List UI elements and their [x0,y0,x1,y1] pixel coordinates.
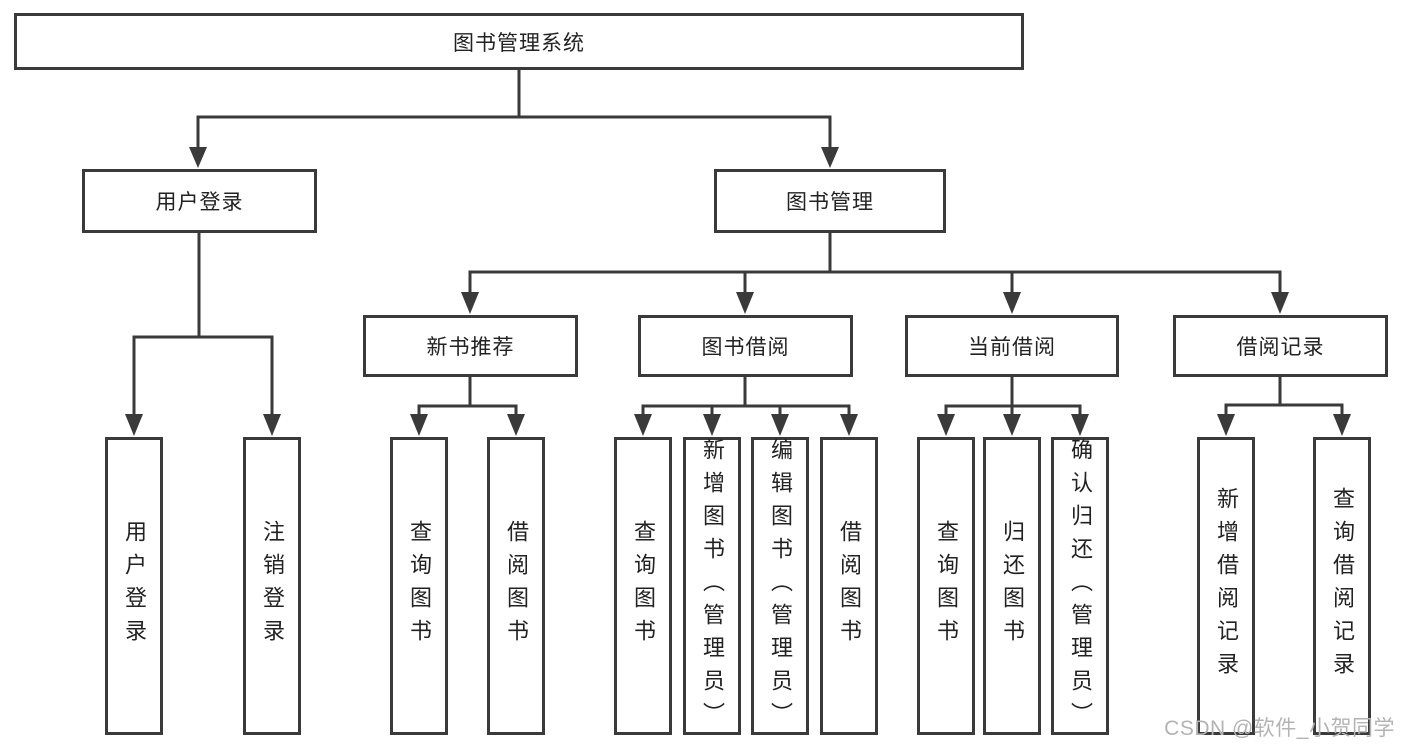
leaf-logout: 注销登录 [243,437,301,735]
node-borrow-records: 借阅记录 [1173,315,1388,377]
node-label: 当前借阅 [968,336,1056,359]
leaf-label: 借阅图书 [504,520,529,652]
leaf-label: 查询图书 [631,520,656,652]
node-label: 新书推荐 [426,336,515,359]
connector-borrowing-to-leaves [634,375,858,436]
csdn-watermark: CSDN @软件_小贺同学 [1164,717,1395,740]
leaf-label: 新增借阅记录 [1214,487,1239,685]
leaf-label: 归还图书 [1000,520,1025,652]
node-label: 图书借阅 [701,336,790,359]
node-system-root: 图书管理系统 [14,13,1024,70]
node-label: 借阅记录 [1236,336,1325,359]
node-label: 图书管理系统 [453,31,585,55]
connector-records-to-leaves [1217,375,1351,436]
node-new-book-recommend: 新书推荐 [363,315,578,377]
leaf-label: 查询借阅记录 [1330,487,1355,685]
leaf-current-query-book: 查询图书 [917,437,975,735]
node-book-management: 图书管理 [714,169,946,233]
leaf-label: 用户登录 [122,520,147,652]
leaf-borrowing-query-book: 查询图书 [614,437,672,735]
node-label: 用户登录 [155,191,244,214]
connector-new-books-to-leaves [410,375,525,436]
leaf-newbooks-borrow-book: 借阅图书 [487,437,545,735]
leaf-label: 确认归还（管理员） [1068,437,1093,735]
connector-user-login-to-leaves [125,231,281,436]
leaf-label: 借阅图书 [837,520,862,652]
node-book-borrowing: 图书借阅 [638,315,853,377]
leaf-borrowing-add-book-admin: 新增图书（管理员） [683,437,741,735]
node-user-login: 用户登录 [82,169,317,233]
leaf-newbooks-query-book: 查询图书 [390,437,448,735]
leaf-records-add-record: 新增借阅记录 [1197,437,1255,735]
node-current-borrow: 当前借阅 [905,315,1119,377]
leaf-label: 注销登录 [260,520,285,652]
connector-root-to-level2 [189,68,839,168]
leaf-current-confirm-return-admin: 确认归还（管理员） [1051,437,1109,735]
node-label: 图书管理 [786,191,874,214]
leaf-current-return-book: 归还图书 [983,437,1041,735]
connector-book-mgmt-to-level3 [461,231,1289,314]
leaf-borrowing-edit-book-admin: 编辑图书（管理员） [751,437,809,735]
leaf-label: 查询图书 [407,520,432,652]
leaf-records-query-record: 查询借阅记录 [1313,437,1371,735]
leaf-user-login: 用户登录 [105,437,163,735]
connector-current-to-leaves [937,375,1089,436]
leaf-borrowing-borrow-book: 借阅图书 [820,437,878,735]
leaf-label: 编辑图书（管理员） [768,437,793,735]
leaf-label: 查询图书 [934,520,959,652]
leaf-label: 新增图书（管理员） [700,437,725,735]
